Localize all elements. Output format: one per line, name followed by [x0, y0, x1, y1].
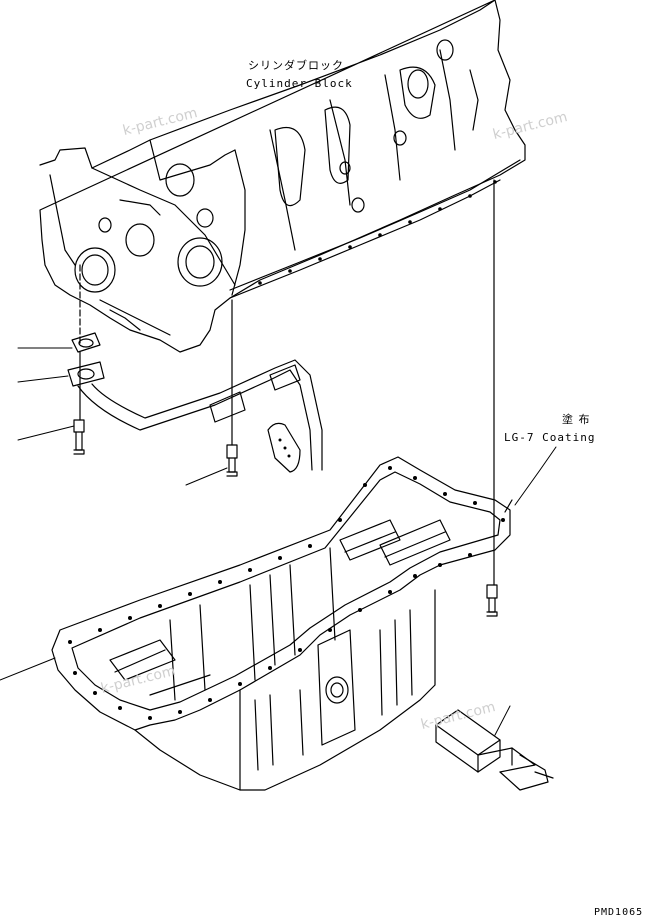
- cylinder-block: [39, 0, 526, 353]
- drain-plug: [435, 709, 554, 791]
- leader-lines: [0, 347, 557, 736]
- suction-pipe-assembly: [67, 264, 323, 473]
- coating-label-jp: 塗 布: [562, 413, 591, 426]
- drawing-code: PMD1065: [594, 907, 644, 918]
- cylinder-block-label: Cylinder Block: [246, 77, 353, 90]
- bolts: [73, 179, 498, 617]
- coating-label: LG-7 Coating: [504, 431, 596, 444]
- cylinder-block-label-jp: シリンダブロック: [248, 59, 344, 72]
- oil-pan: [51, 456, 513, 791]
